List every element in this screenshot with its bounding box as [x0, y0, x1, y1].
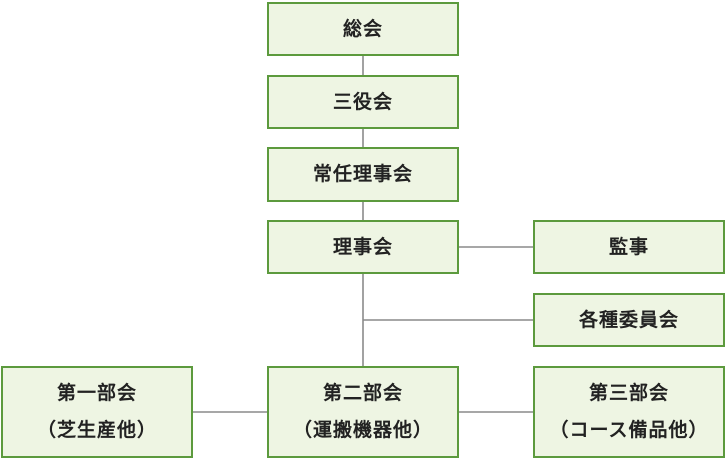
board-box: 理事会 — [267, 220, 459, 274]
division-2-box: 第二部会 （運搬機器他） — [267, 366, 459, 458]
auditor-box: 監事 — [533, 220, 725, 274]
three-officers-box: 三役会 — [267, 75, 459, 129]
standing-board-box: 常任理事会 — [267, 147, 459, 202]
general-assembly-box: 総会 — [267, 2, 459, 56]
division-1-name: 第一部会 — [56, 381, 137, 404]
auditor-label: 監事 — [608, 235, 649, 258]
division-1-note: （芝生産他） — [36, 419, 157, 441]
division-3-name: 第三部会 — [588, 381, 669, 404]
division-3-box: 第三部会 （コース備品他） — [533, 366, 725, 458]
three-officers-label: 三役会 — [332, 90, 393, 113]
division-2-name: 第二部会 — [322, 381, 403, 404]
division-2-note: （運搬機器他） — [292, 419, 433, 441]
committees-label: 各種委員会 — [578, 308, 679, 331]
standing-board-label: 常任理事会 — [312, 163, 413, 186]
board-label: 理事会 — [332, 235, 393, 258]
committees-box: 各種委員会 — [533, 293, 725, 347]
general-assembly-label: 総会 — [342, 17, 383, 40]
division-3-note: （コース備品他） — [549, 419, 709, 441]
division-1-box: 第一部会 （芝生産他） — [1, 366, 193, 458]
